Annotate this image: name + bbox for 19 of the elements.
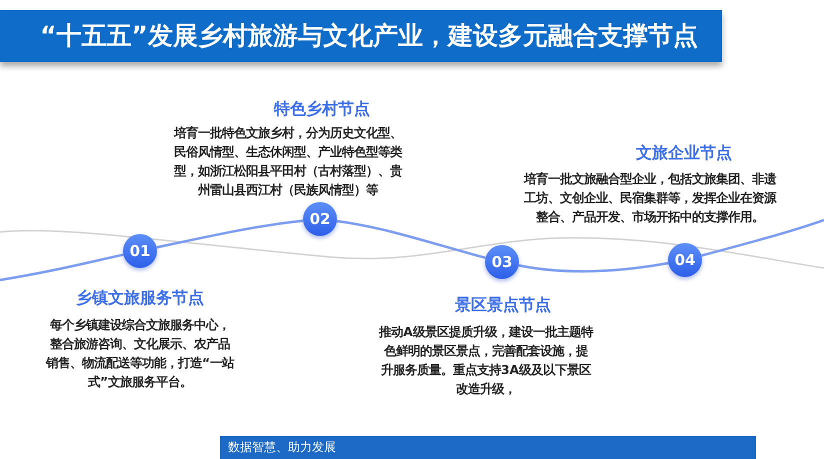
connector-line xyxy=(518,262,669,273)
footer-slogan: 数据智慧、助力发展 xyxy=(228,439,336,456)
node-heading: 文旅企业节点 xyxy=(636,143,732,163)
node-description: 推动A级景区提质升级，建设一批主题特色鲜明的景区景点，完善配套设施，提升服务质量。重点支持3A级及以下景区改造升级， xyxy=(379,324,593,398)
node-description: 培育一批特色文旅乡村，分为历史文化型、民俗风情型、生态休闲型、产业特色型等类型，如浙江松阳县平田村（古村落型）、贵州雷山县西江村（民族风情型）等 xyxy=(172,125,404,199)
slide-title: “十五五”发展乡村旅游与文化产业，建设多元融合支撑节点 xyxy=(40,21,698,51)
connector-line xyxy=(701,218,824,257)
node-heading: 景区景点节点 xyxy=(455,295,551,315)
node-heading: 乡镇文旅服务节点 xyxy=(76,288,204,308)
node-description: 每个乡镇建设综合文旅服务中心，整合旅游咨询、文化展示、农产品销售、物流配送等功能，打造“一站式”文旅服务平台。 xyxy=(45,317,235,391)
step-circle: 01 xyxy=(123,234,157,268)
node-description: 培育一批文旅融合型企业，包括文旅集团、非遗工坊、文创企业、民宿集群等，发挥企业在资源整合、产品开发、市场开拓中的支撑作用。 xyxy=(522,171,778,226)
node-heading: 特色乡村节点 xyxy=(274,99,370,119)
connector-line xyxy=(336,220,486,259)
step-circle: 02 xyxy=(303,202,337,236)
connector-line xyxy=(156,219,304,249)
connector-line xyxy=(0,253,124,282)
step-circle: 03 xyxy=(485,245,519,279)
step-circle: 04 xyxy=(668,243,702,277)
